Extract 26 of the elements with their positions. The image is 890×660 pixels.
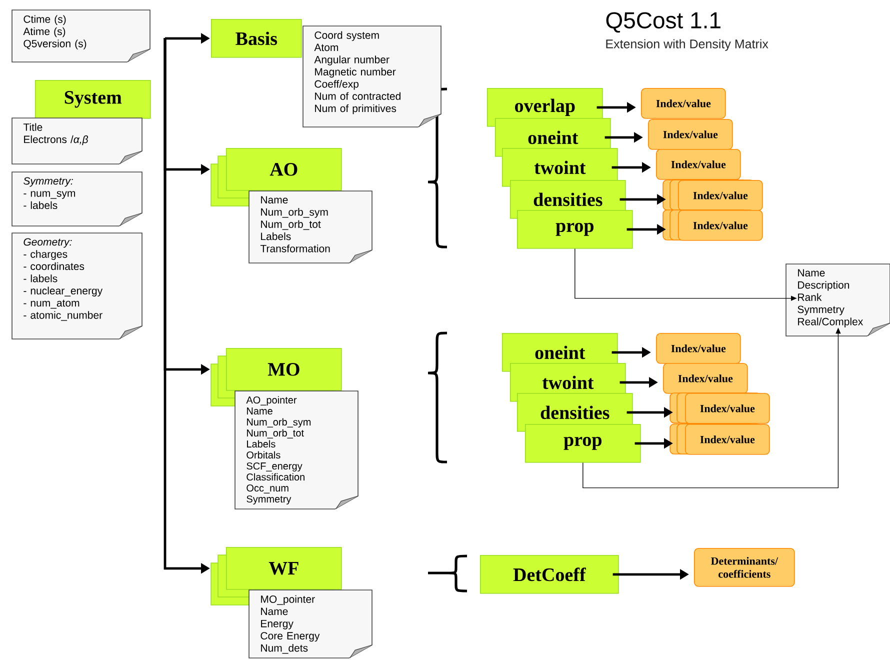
stacked-value-card: Index/value bbox=[662, 210, 763, 241]
note-card: Title Electrons /α,β bbox=[12, 118, 142, 164]
group-box: prop bbox=[517, 210, 633, 249]
note-card: Name Description Rank Symmetry Real/Complex bbox=[786, 264, 890, 336]
stacked-value-card: Index/value bbox=[662, 180, 763, 211]
title: Q5Cost 1.1 bbox=[606, 12, 720, 33]
note-card: Ctime (s) Atime (s) Q5version (s) bbox=[12, 10, 150, 62]
stacked-value-card: Index/value bbox=[670, 424, 770, 455]
value-card: Index/value bbox=[656, 333, 741, 364]
value-card: Index/value bbox=[641, 88, 726, 119]
value-card: Index/value bbox=[648, 119, 733, 150]
note-card: AO_pointer Name Num_orb_sym Num_orb_tot Labels Orbitals SCF_energy Classification Occ_num Symmetry bbox=[234, 390, 358, 510]
note-card: Coord system Atom Angular number Magnetic number Coeff/exp Num of contracted Num of primitives bbox=[302, 26, 442, 128]
value-card: Index/value bbox=[656, 149, 741, 180]
group-box: System bbox=[35, 80, 151, 119]
group-box: prop bbox=[525, 424, 641, 463]
note-card: Geometry: - charges - coordinates - labels - nuclear_energy - num_atom - atomic_number bbox=[12, 232, 142, 340]
note-card: Symmetry: - num_sym - labels bbox=[12, 172, 142, 226]
value-card: Determinants/ coefficients bbox=[694, 548, 795, 587]
group-box: Basis bbox=[211, 19, 302, 58]
group-box: DetCoeff bbox=[480, 555, 619, 594]
subtitle: Extension with Density Matrix bbox=[606, 39, 768, 51]
note-card: MO_pointer Name Energy Core Energy Num_dets bbox=[248, 590, 372, 658]
note-card: Name Num_orb_sym Num_orb_tot Labels Transformation bbox=[248, 190, 372, 264]
stacked-value-card: Index/value bbox=[670, 392, 770, 424]
value-card: Index/value bbox=[663, 363, 748, 394]
